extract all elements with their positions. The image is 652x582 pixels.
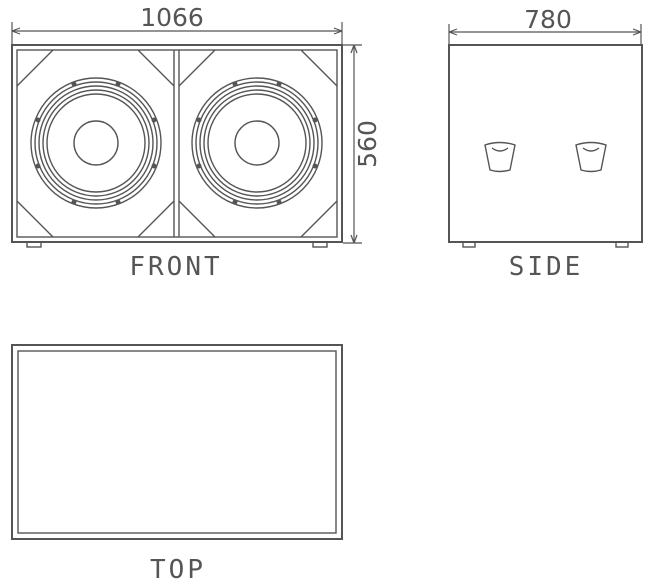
side-foot-right (615, 241, 629, 248)
top-cabinet-inner (17, 350, 337, 534)
top-view-label: TOP (150, 555, 206, 582)
front-foot-right (312, 241, 328, 248)
depth-dimension: 780 (448, 5, 642, 44)
height-dimension: 560 (343, 44, 382, 244)
side-handle-right (575, 141, 607, 173)
side-foot-left (462, 241, 476, 248)
top-cabinet-outline (11, 344, 343, 540)
driver-right (178, 49, 338, 238)
side-view: 780 SIDE (448, 5, 643, 282)
front-foot-left (26, 241, 42, 248)
driver-left (16, 49, 175, 238)
width-dimension: 1066 (11, 3, 343, 44)
front-cabinet-outline (11, 44, 343, 243)
depth-dimension-label: 780 (524, 5, 572, 34)
top-view: TOP (11, 344, 343, 582)
front-cabinet-inner (16, 49, 338, 238)
width-dimension-label: 1066 (140, 3, 204, 32)
front-view-label: FRONT (129, 252, 222, 282)
side-handle-left (484, 141, 516, 173)
side-cabinet-outline (448, 44, 643, 243)
height-dimension-label: 560 (353, 120, 382, 168)
front-view: 1066 560 (11, 3, 382, 282)
side-view-label: SIDE (509, 252, 584, 282)
